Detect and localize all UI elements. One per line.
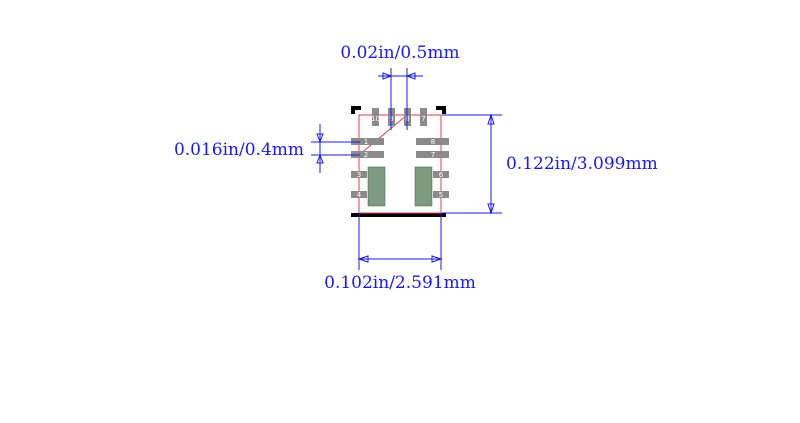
- pad-right-1: [416, 138, 449, 145]
- pad-top-1: [372, 108, 379, 126]
- left-pads: 1 2 3 4: [351, 138, 384, 199]
- pin-label-left-4: 4: [357, 191, 362, 199]
- pin-label-left-3: 3: [357, 171, 361, 179]
- dimension-height: [442, 113, 502, 215]
- thermal-pads: [367, 166, 433, 207]
- dimension-height-label: 0.122in/3.099mm: [506, 154, 658, 174]
- pad-left-2: [351, 151, 384, 158]
- pad-right-3: [433, 171, 449, 178]
- pad-right-2: [416, 151, 449, 158]
- pin-label-right-1: 8: [431, 138, 435, 146]
- right-pads: 8 7 6 5: [416, 138, 449, 199]
- thermal-pad-right: [414, 166, 433, 207]
- thermal-pad-left: [367, 166, 386, 207]
- pad-left-4: [351, 191, 367, 198]
- pin-label-left-2: 2: [364, 151, 368, 159]
- pad-right-4: [433, 191, 449, 198]
- pin-label-right-4: 5: [439, 191, 443, 199]
- dimension-width-label: 0.102in/2.591mm: [324, 273, 476, 293]
- silkscreen-outline: [351, 106, 446, 217]
- pin-label-right-3: 6: [439, 171, 444, 179]
- pad-top-4: [420, 108, 427, 126]
- dimension-width: [357, 213, 443, 270]
- top-pads: 10 9 8 7: [371, 108, 427, 126]
- pin-label-left-1: 1: [364, 138, 368, 146]
- pad-left-3: [351, 171, 367, 178]
- pin-label-top-4: 7: [421, 115, 425, 123]
- pin-label-right-2: 7: [431, 151, 435, 159]
- dimension-pad-width: [311, 124, 360, 173]
- dimension-pad-width-label: 0.016in/0.4mm: [174, 140, 304, 160]
- courtyard-outline: [358, 114, 442, 214]
- dimension-pitch: [378, 68, 423, 130]
- dimension-pitch-label: 0.02in/0.5mm: [340, 43, 459, 63]
- pad-left-1: [351, 138, 384, 145]
- pin-label-top-1: 10: [371, 115, 380, 123]
